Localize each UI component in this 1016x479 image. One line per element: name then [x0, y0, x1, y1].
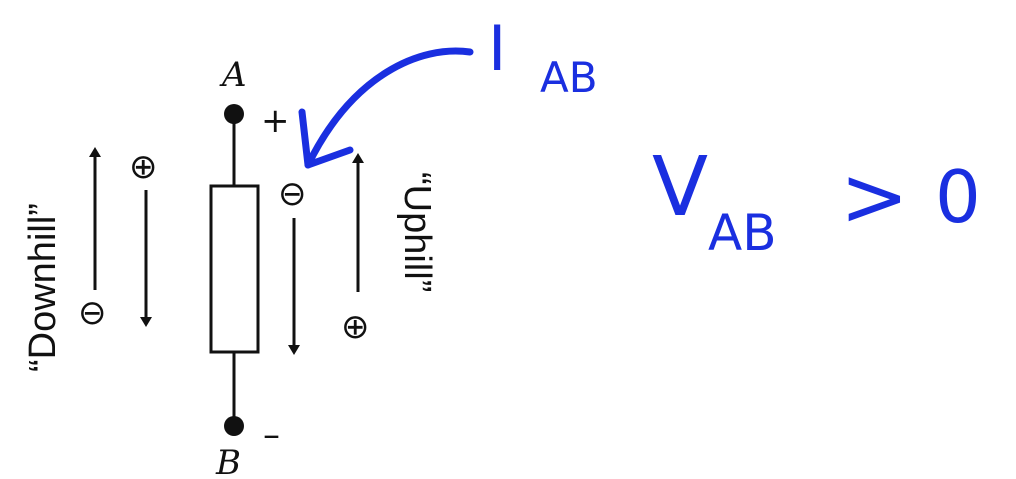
current-symbol: I [488, 12, 506, 85]
downhill-minus-charge: ⊖ [78, 293, 107, 333]
current-subscript: AB [540, 53, 598, 102]
voltage-symbol: V [652, 140, 708, 235]
node-a-label: A [219, 55, 247, 95]
voltage-value: 0 [935, 155, 981, 239]
current-arrow [304, 47, 474, 169]
resistor [209, 104, 260, 436]
uphill-group: ⊖ ⊕ “Uphill” [278, 153, 438, 355]
node-b-dot [224, 416, 244, 436]
downhill-label: “Downhill” [22, 203, 64, 372]
current-arrowhead [298, 108, 354, 169]
downhill-group: “Downhill” ⊖ ⊕ [22, 147, 158, 372]
downhill-plus-charge: ⊕ [129, 147, 158, 187]
voltage-annotation: V AB > 0 [652, 140, 981, 262]
node-a-dot [224, 104, 244, 124]
current-annotation: I AB [298, 12, 598, 169]
uphill-plus-charge: ⊕ [341, 307, 370, 347]
minus-terminal-sign: – [263, 415, 280, 455]
uphill-minus-charge: ⊖ [278, 174, 307, 214]
resistor-body [209, 184, 260, 354]
node-b-label: B [215, 443, 241, 479]
voltage-relation: > [840, 150, 909, 245]
voltage-subscript: AB [708, 204, 777, 262]
plus-terminal-sign: + [261, 101, 290, 141]
uphill-label: “Uphill” [396, 172, 438, 292]
